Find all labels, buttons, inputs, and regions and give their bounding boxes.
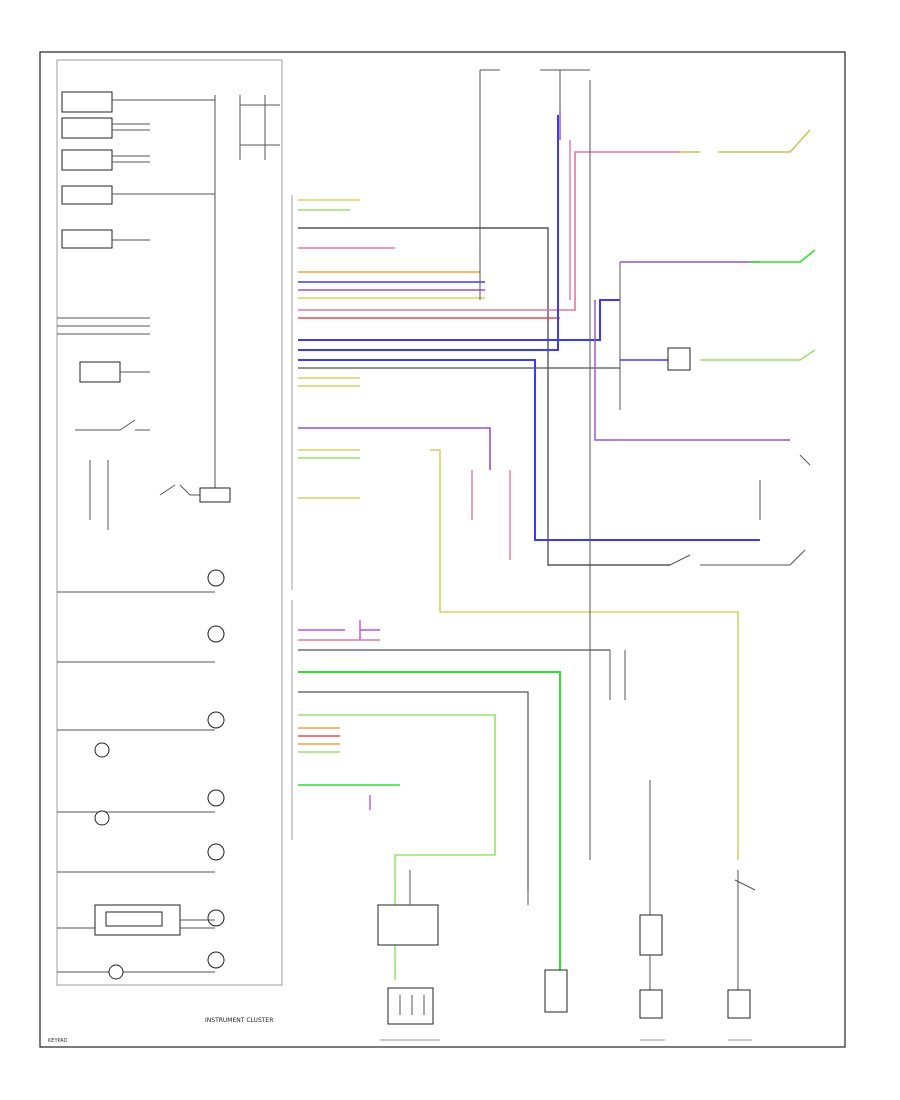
sensor-box [377, 904, 439, 946]
indicator-bulb [207, 569, 225, 587]
wire-pink [471, 470, 511, 560]
indicator-bulb [94, 742, 110, 758]
wire-violet [298, 427, 491, 470]
indicator-bulb [108, 964, 124, 980]
wire-blue-trunk [298, 299, 620, 341]
indicator-bulb [207, 625, 225, 643]
instrument-cluster: INSTRUMENT CLUSTER KEYPAD [48, 59, 283, 1044]
cluster-module-5 [61, 229, 113, 249]
sensor-box [639, 914, 663, 956]
indicator-bulb [207, 843, 225, 861]
sensors [377, 650, 756, 1041]
wire-green [298, 671, 561, 975]
wire-violet [298, 620, 380, 640]
sensor-box [639, 989, 663, 1019]
diagram-frame [39, 51, 846, 1048]
wire-pink [298, 151, 680, 311]
cluster-module-1 [61, 91, 113, 113]
sensor-box [727, 989, 751, 1019]
indicator-bulb [94, 810, 110, 826]
cluster-module-2 [61, 117, 113, 139]
power-feeds [479, 69, 816, 860]
wire-lightgreen [298, 714, 496, 980]
wire-gray [298, 227, 670, 566]
sensor-box [544, 969, 568, 1013]
cluster-bulbs [94, 569, 225, 980]
wire-yellow [298, 449, 739, 860]
wire-blue-trunk [298, 359, 760, 541]
indicator-bulb [207, 951, 225, 969]
indicator-bulb [207, 789, 225, 807]
indicator-bulb [207, 909, 225, 927]
indicator-bulb [207, 711, 225, 729]
relay-box [667, 347, 691, 371]
bottom-left-label: KEYPAD [48, 1038, 68, 1044]
illumination-block [79, 361, 121, 383]
speed-sensor-block [387, 987, 434, 1025]
wire-blue-trunk [298, 115, 559, 351]
cluster-module-4 [61, 185, 113, 205]
bottom-center-label: INSTRUMENT CLUSTER [205, 1017, 273, 1024]
cluster-module-3 [61, 149, 113, 171]
wire-gray [298, 691, 529, 890]
colored-wires [298, 115, 760, 980]
